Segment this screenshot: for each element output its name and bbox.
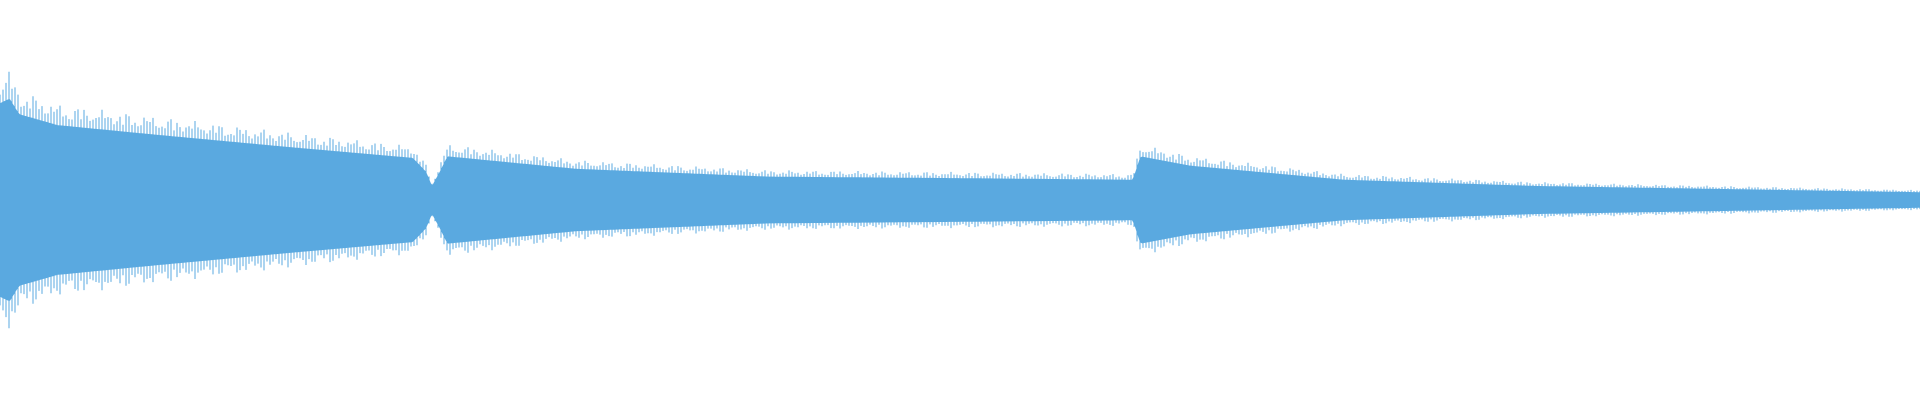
- waveform-spikes: [0, 71, 1920, 329]
- waveform-trace: [0, 71, 1920, 329]
